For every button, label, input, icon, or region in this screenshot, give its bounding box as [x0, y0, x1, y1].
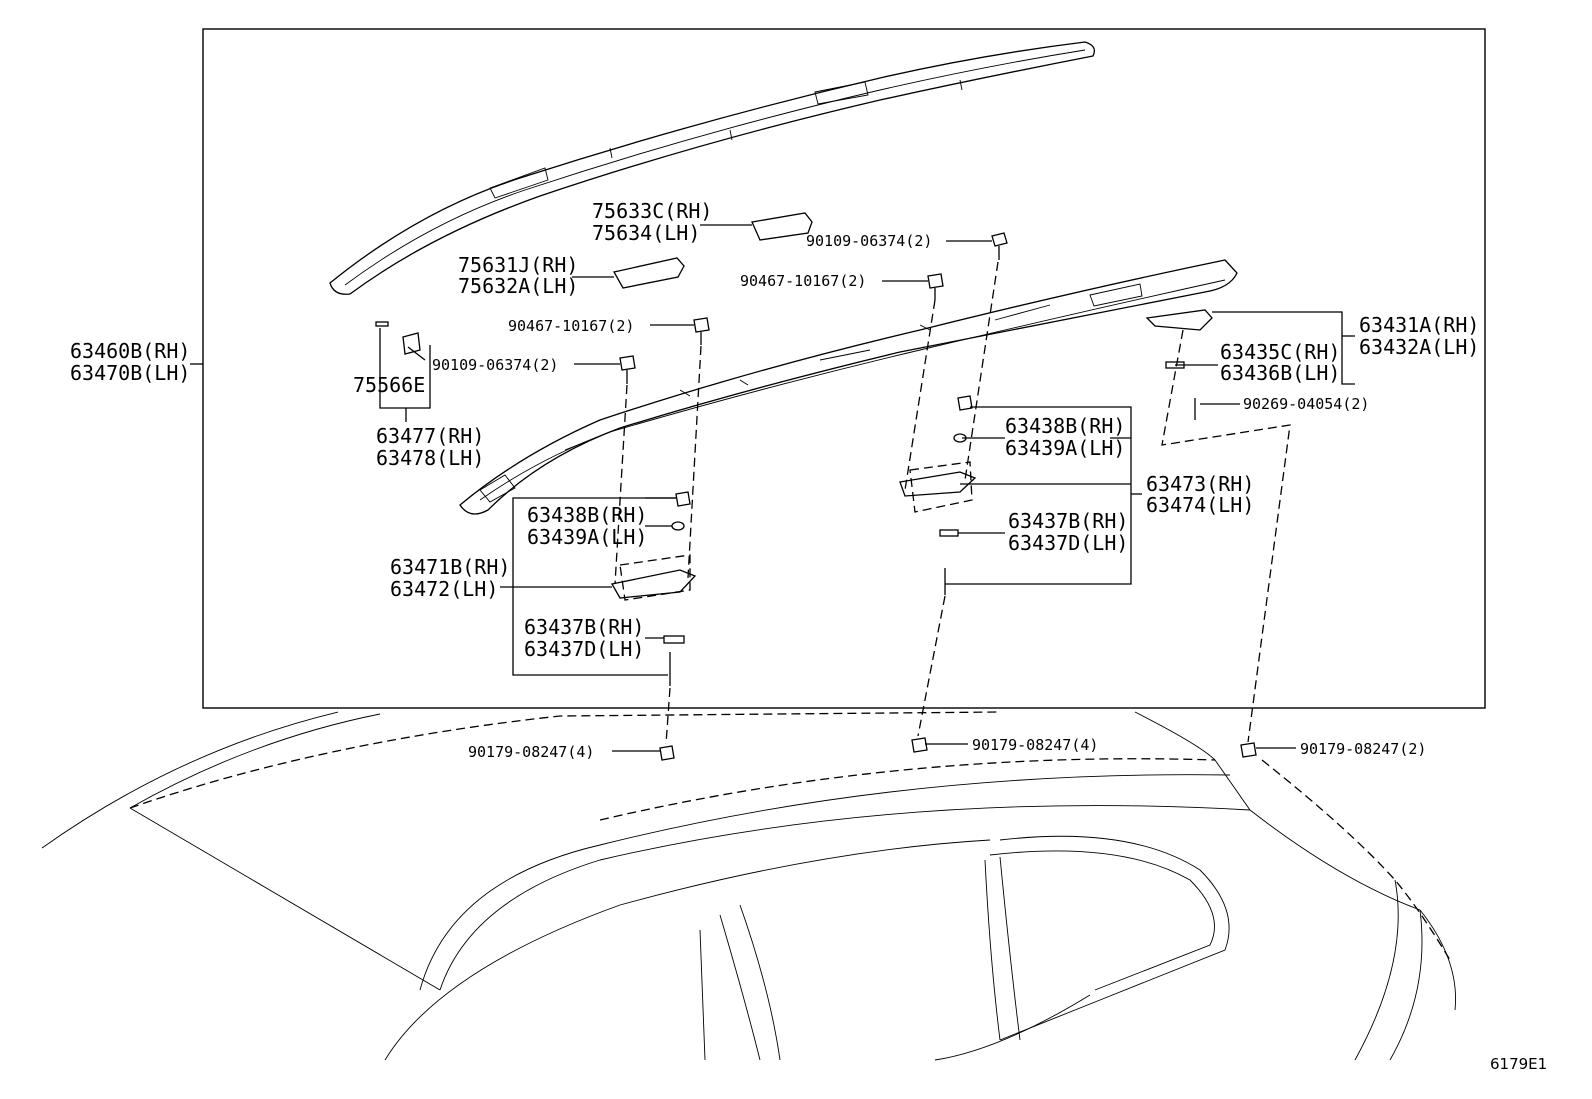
- label-gasket-end-lh: 63436B(LH): [1220, 361, 1340, 385]
- part-labels: 63460B(RH) 63470B(LH) 75633C(RH) 75634(L…: [70, 199, 1547, 1073]
- label-rail-rh: 63460B(RH): [70, 339, 190, 363]
- roof-rail-lower: [459, 259, 1238, 515]
- label-washer-mid-rh: 63438B(RH): [1005, 414, 1125, 438]
- label-pad-mid-rh: 63437B(RH): [1008, 509, 1128, 533]
- label-screw-end: 90269-04054(2): [1243, 395, 1369, 413]
- label-nut-mid: 90179-08247(4): [972, 736, 1098, 754]
- cover-front-piece: [751, 212, 813, 241]
- label-cover-end-lh: 63432A(LH): [1359, 335, 1479, 359]
- label-leg-mid-rh: 63473(RH): [1146, 472, 1254, 496]
- label-end-cover-rh: 63477(RH): [376, 424, 484, 448]
- leader-lines: [190, 224, 1355, 752]
- label-nut-left: 90179-08247(4): [468, 743, 594, 761]
- vehicle-outline: [41, 711, 1456, 1061]
- roof-rail-upper: [329, 41, 1096, 295]
- label-cover-end-rh: 63431A(RH): [1359, 313, 1479, 337]
- label-washer-left-rh: 63438B(RH): [527, 503, 647, 527]
- label-bolt-left: 90109-06374(2): [432, 356, 558, 374]
- cover-rear-piece: [613, 257, 685, 289]
- label-end-cover-lh: 63478(LH): [376, 446, 484, 470]
- label-cover-rear-rh: 75631J(RH): [458, 253, 578, 277]
- label-gasket-end-rh: 63435C(RH): [1220, 340, 1340, 364]
- fasteners: [375, 232, 1257, 761]
- label-pad-mid-lh: 63437D(LH): [1008, 531, 1128, 555]
- label-rail-lh: 63470B(LH): [70, 361, 190, 385]
- label-pad: 75566E: [353, 373, 425, 397]
- label-cover-front-lh: 75634(LH): [592, 221, 700, 245]
- label-leg-left-rh: 63471B(RH): [390, 555, 510, 579]
- label-cover-front-rh: 75633C(RH): [592, 199, 712, 223]
- label-washer-left-lh: 63439A(LH): [527, 525, 647, 549]
- label-bolt-top-right: 90109-06374(2): [806, 232, 932, 250]
- label-pad-left-rh: 63437B(RH): [524, 615, 644, 639]
- label-clip-left: 90467-10167(2): [508, 317, 634, 335]
- label-pad-left-lh: 63437D(LH): [524, 637, 644, 661]
- label-clip-mid: 90467-10167(2): [740, 272, 866, 290]
- label-leg-left-lh: 63472(LH): [390, 577, 498, 601]
- label-leg-mid-lh: 63474(LH): [1146, 493, 1254, 517]
- figure-reference: 6179E1: [1490, 1055, 1547, 1073]
- label-nut-right: 90179-08247(2): [1300, 740, 1426, 758]
- assembly-guides: [614, 261, 1291, 745]
- label-cover-rear-lh: 75632A(LH): [458, 274, 578, 298]
- label-washer-mid-lh: 63439A(LH): [1005, 436, 1125, 460]
